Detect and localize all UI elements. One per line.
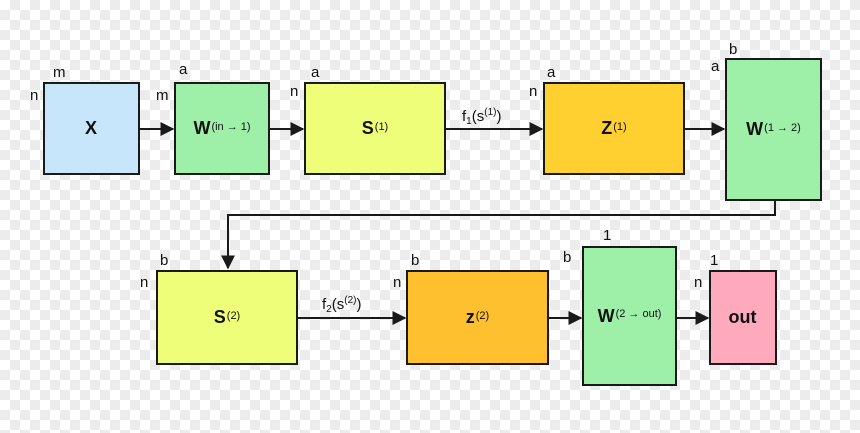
z2-col-dim: b <box>411 252 420 269</box>
s1-box-label: S <box>361 118 374 138</box>
f2-paren-close: ) <box>356 296 362 313</box>
w2-box-label: W <box>746 119 764 139</box>
out-box-label: out <box>728 307 757 327</box>
z1-row-dim: n <box>529 83 538 100</box>
w3-box: W(2 → out) <box>582 246 677 386</box>
w2-row-dim: a <box>711 58 720 75</box>
f1-arg: s <box>476 108 485 125</box>
arrow-w2-to-s2 <box>221 201 776 270</box>
z1-box-sup: (1) <box>613 120 627 133</box>
s2-box: S(2) <box>156 270 298 365</box>
out-row-dim: n <box>694 274 703 291</box>
s2-box-sup: (2) <box>226 309 241 322</box>
w3-box-sup: (2 → out) <box>615 308 662 320</box>
z2-box: z(2) <box>406 270 549 365</box>
z2-row-dim: n <box>393 274 402 291</box>
out-box: out <box>709 270 777 365</box>
s1-col-dim: a <box>311 64 320 81</box>
f2-edge-label: f2(s(2)) <box>322 296 361 315</box>
s1-row-dim: n <box>290 83 299 100</box>
f2-sub: 2 <box>326 304 332 315</box>
s2-col-dim: b <box>160 252 169 269</box>
w1-box-sup: (in → 1) <box>211 120 251 133</box>
z1-col-dim: a <box>547 64 556 81</box>
f1-fn: f <box>462 108 467 125</box>
f1-paren-open: ( <box>471 108 477 125</box>
z2-box-sup: (2) <box>475 309 490 322</box>
w1-row-dim: m <box>156 87 169 104</box>
w1-box-label: W <box>193 118 211 138</box>
w3-box-label: W <box>597 305 615 326</box>
z1-box: Z(1) <box>543 82 685 175</box>
s1-box: S(1) <box>304 82 446 175</box>
w1-box: W(in → 1) <box>174 82 270 175</box>
w2-box-sup: (1 → 2) <box>764 121 801 134</box>
z2-box-label: z <box>465 307 475 327</box>
out-col-dim: 1 <box>710 252 719 269</box>
x-box: X <box>43 82 140 175</box>
f1-edge-label: f1(s(1)) <box>462 108 501 127</box>
w1-col-dim: a <box>179 61 188 78</box>
s1-box-sup: (1) <box>374 120 389 133</box>
f2-sup: (2) <box>344 295 357 306</box>
z1-box-label: Z <box>601 118 613 138</box>
f2-paren-open: ( <box>331 296 337 313</box>
f1-sub: 1 <box>466 116 472 127</box>
s2-row-dim: n <box>140 274 149 291</box>
w2-box: W(1 → 2) <box>725 58 822 201</box>
f1-paren-close: ) <box>496 108 502 125</box>
x-row-dim: n <box>30 87 39 104</box>
w3-col-dim: 1 <box>603 227 612 244</box>
w3-row-dim: b <box>563 249 572 266</box>
s2-box-label: S <box>213 307 226 327</box>
w2-col-dim: b <box>729 41 738 58</box>
f2-fn: f <box>322 296 327 313</box>
f1-sup: (1) <box>484 107 497 118</box>
x-col-dim: m <box>53 64 66 81</box>
x-box-label: X <box>84 118 97 138</box>
f2-arg: s <box>336 296 345 313</box>
